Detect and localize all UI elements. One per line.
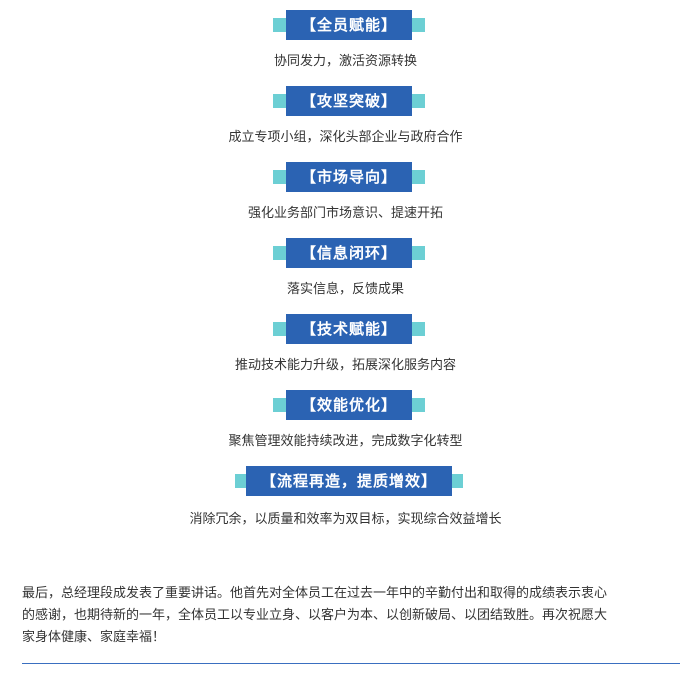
section-tag: 【攻坚突破】 [0,86,691,116]
section-title: 【效能优化】 [286,390,412,420]
section-tag: 【全员赋能】 [0,10,691,40]
bottom-divider [22,663,680,664]
section-tag: 【信息闭环】 [0,238,691,268]
section-6: 【效能优化】 聚焦管理效能持续改进，完成数字化转型 [0,390,691,449]
section-title: 【攻坚突破】 [286,86,412,116]
closing-line: 的感谢，也期待新的一年，全体员工以专业立身、以客户为本、以创新破局、以团结致胜。… [22,608,608,623]
section-tag: 【市场导向】 [0,162,691,192]
section-description: 落实信息，反馈成果 [286,282,404,297]
section-tag: 【流程再造，提质增效】 [0,466,691,496]
section-7: 【流程再造，提质增效】 消除冗余，以质量和效率为双目标，实现综合效益增长 [0,466,691,527]
section-title: 【全员赋能】 [286,10,412,40]
section-4: 【信息闭环】 落实信息，反馈成果 [0,238,691,297]
section-description: 强化业务部门市场意识、提速开拓 [247,206,443,221]
section-tag: 【技术赋能】 [0,314,691,344]
section-title: 【技术赋能】 [286,314,412,344]
section-title: 【信息闭环】 [286,238,412,268]
section-1: 【全员赋能】 协同发力，激活资源转换 [0,10,691,69]
section-description: 协同发力，激活资源转换 [273,54,417,69]
section-tag: 【效能优化】 [0,390,691,420]
section-description: 推动技术能力升级，拓展深化服务内容 [234,358,456,373]
section-3: 【市场导向】 强化业务部门市场意识、提速开拓 [0,162,691,221]
section-2: 【攻坚突破】 成立专项小组，深化头部企业与政府合作 [0,86,691,145]
section-5: 【技术赋能】 推动技术能力升级，拓展深化服务内容 [0,314,691,373]
closing-line: 家身体健康、家庭幸福！ [22,630,166,645]
section-description: 成立专项小组，深化头部企业与政府合作 [228,130,463,145]
section-title: 【市场导向】 [286,162,412,192]
closing-line: 最后，总经理段成发表了重要讲话。他首先对全体员工在过去一年中的辛勤付出和取得的成… [22,586,608,601]
section-description: 消除冗余，以质量和效率为双目标，实现综合效益增长 [189,512,502,527]
closing-paragraph: 最后，总经理段成发表了重要讲话。他首先对全体员工在过去一年中的辛勤付出和取得的成… [22,583,672,649]
section-title: 【流程再造，提质增效】 [246,466,452,496]
section-description: 聚焦管理效能持续改进，完成数字化转型 [228,434,463,449]
